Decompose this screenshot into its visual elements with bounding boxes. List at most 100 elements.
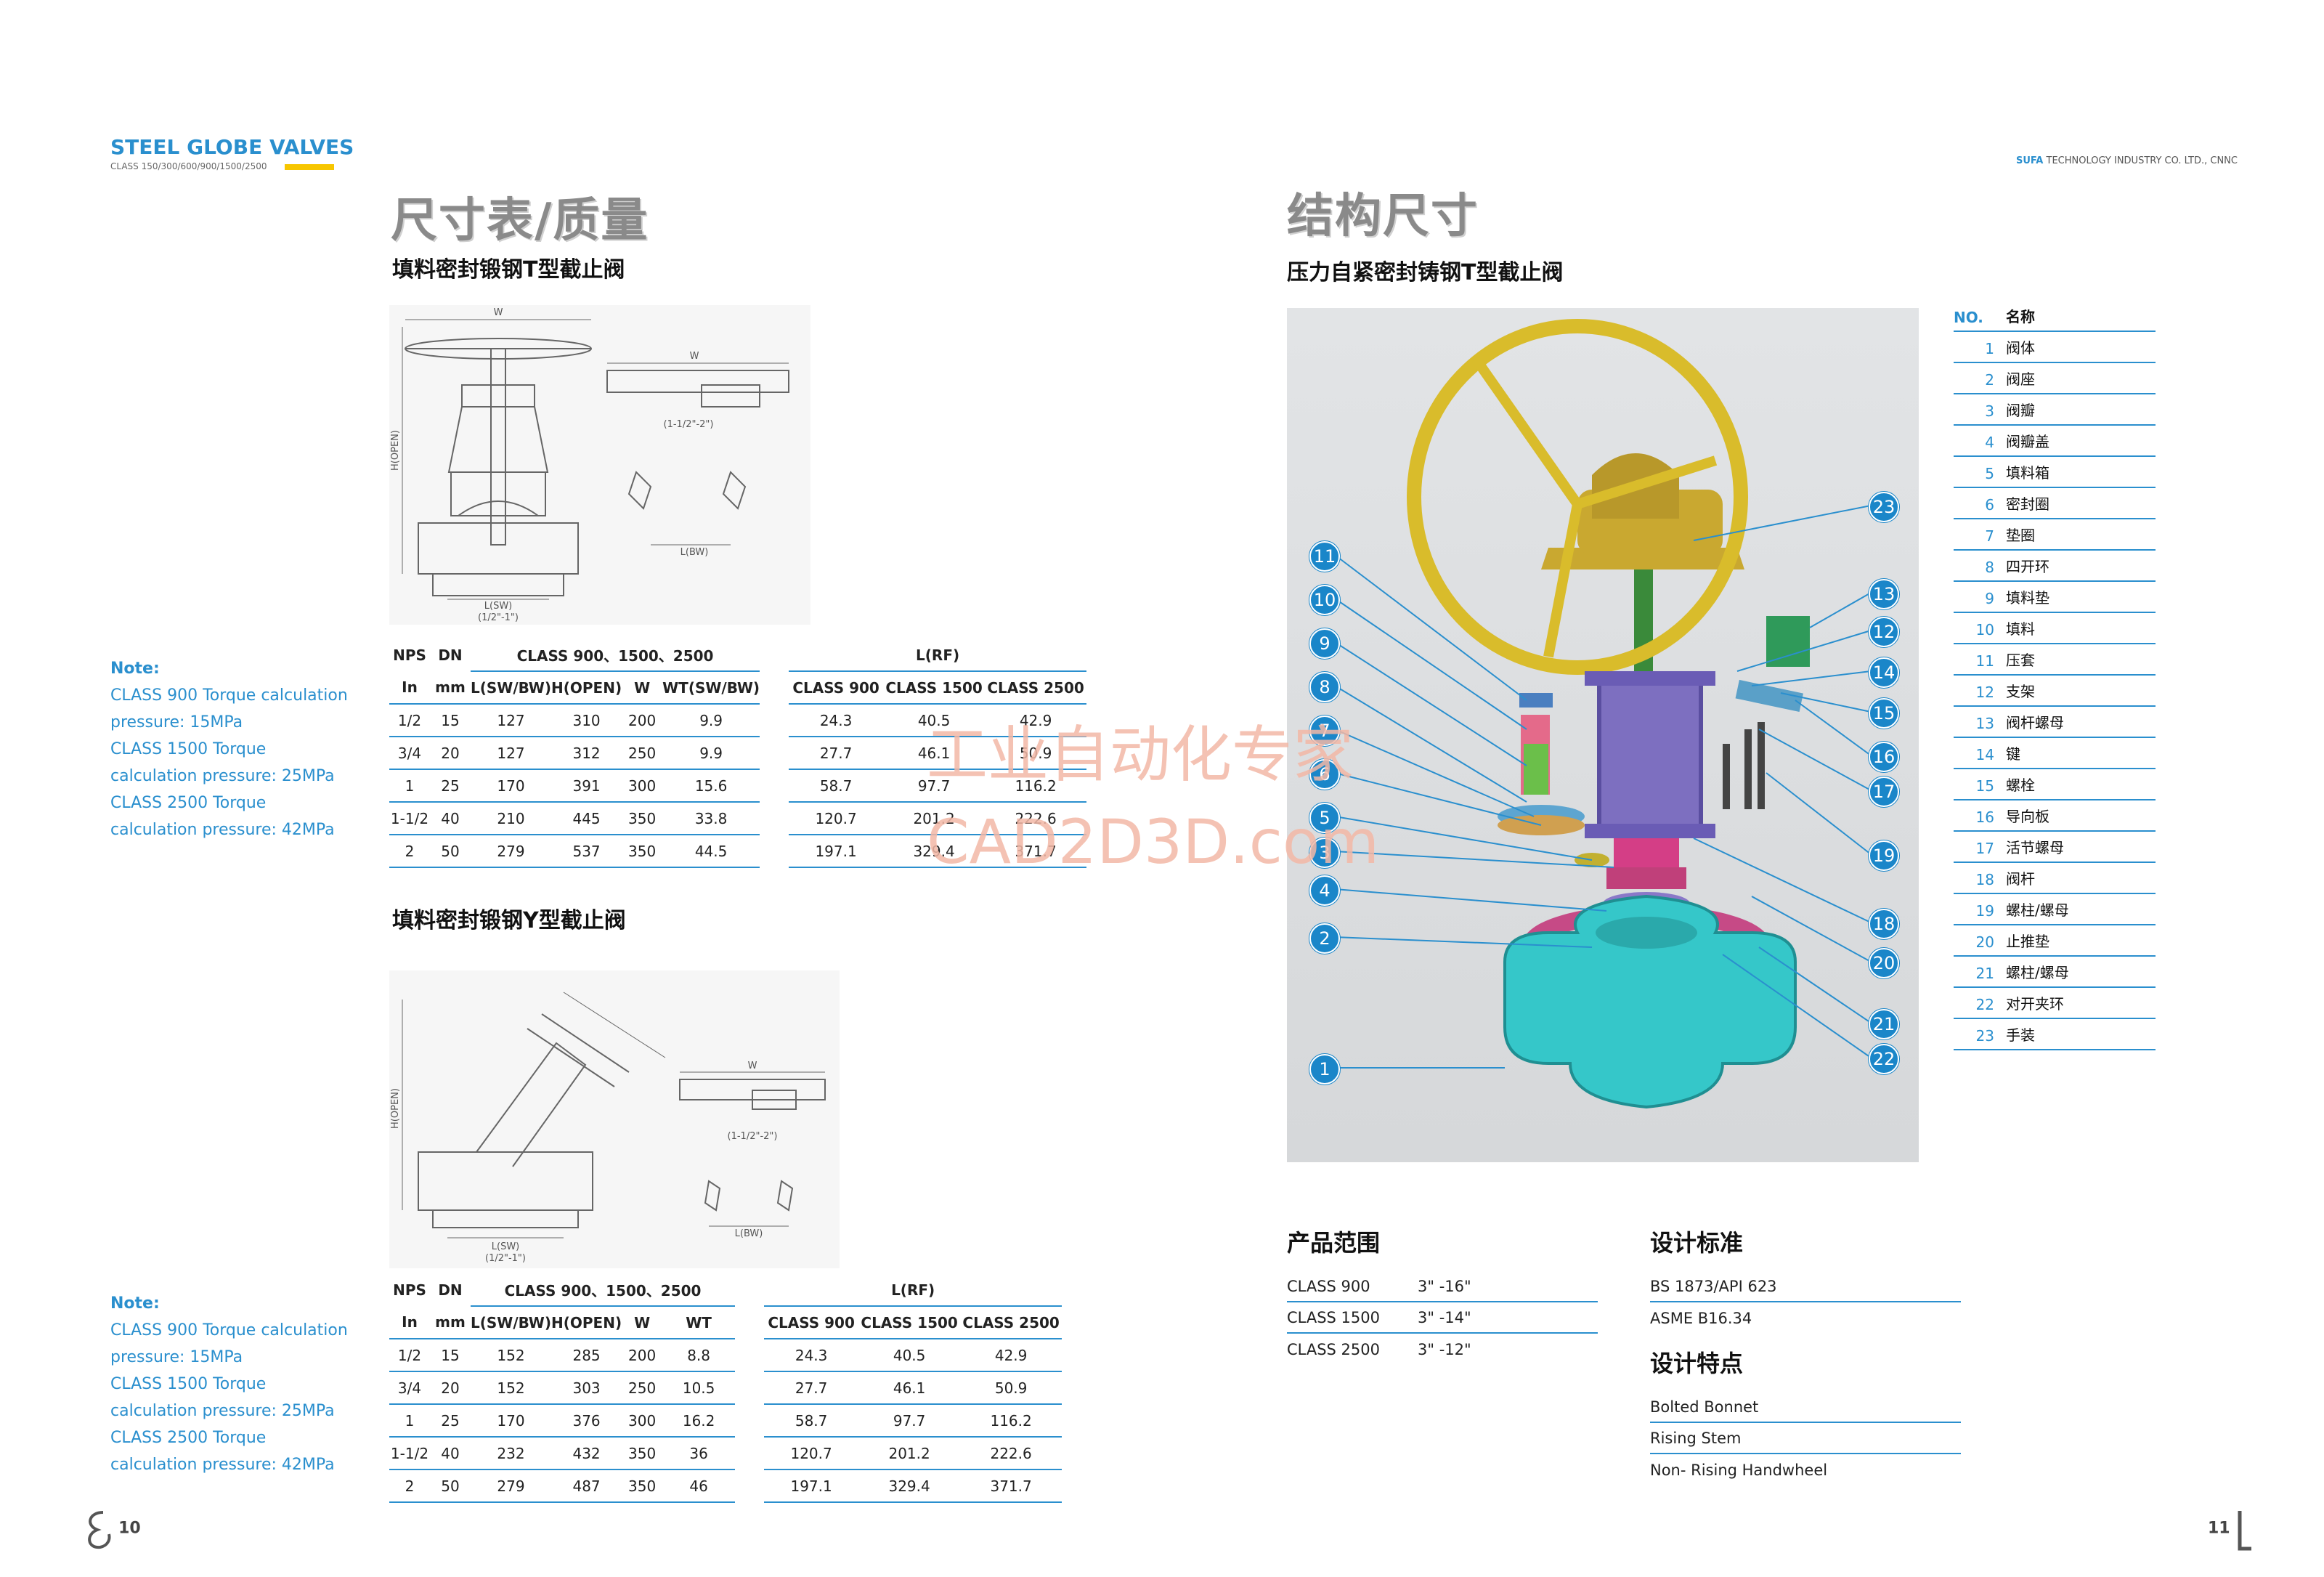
callout-bubble: 18 bbox=[1869, 909, 1899, 939]
table-cell: 127 bbox=[471, 704, 552, 737]
design-standard-title: 设计标准 bbox=[1650, 1229, 1744, 1257]
table-cell: 46 bbox=[662, 1469, 736, 1503]
part-number: 13 bbox=[1975, 715, 1994, 732]
part-number: 7 bbox=[1985, 527, 1994, 545]
stem-nut bbox=[1766, 616, 1810, 667]
table-cell: 232 bbox=[471, 1437, 552, 1470]
range-size: 3" -14" bbox=[1418, 1308, 1471, 1326]
parts-header-name: 名称 bbox=[2006, 308, 2035, 325]
table-cell: 8.8 bbox=[662, 1339, 736, 1372]
table-cell: 1-1/2 bbox=[389, 1437, 430, 1470]
col-header: NPS bbox=[393, 646, 426, 664]
table-cell: 33.8 bbox=[662, 802, 760, 835]
table-cell: 250 bbox=[622, 1371, 663, 1405]
exploded-valve-graphic bbox=[1334, 319, 1872, 1109]
part-name: 阀杆 bbox=[2006, 870, 2035, 888]
table-cell: 300 bbox=[622, 1404, 663, 1438]
part-number: 5 bbox=[1985, 465, 1994, 482]
callout-bubble: 5 bbox=[1309, 803, 1340, 833]
part-name: 四开环 bbox=[2006, 558, 2049, 575]
table-cell: 152 bbox=[471, 1339, 552, 1372]
t-valve-dimension-table: NPS DN CLASS 900、1500、2500 L(RF) In mm L… bbox=[389, 639, 1087, 868]
parts-header-no: NO. bbox=[1954, 309, 1983, 326]
table-cell: 9.9 bbox=[662, 737, 760, 770]
col-header: W bbox=[622, 1306, 663, 1339]
table-cell: 58.7 bbox=[764, 1404, 859, 1438]
table-cell: 120.7 bbox=[764, 1437, 859, 1470]
table-cell: 371.7 bbox=[960, 1469, 1063, 1503]
size-label-large: (1-1/2"-2") bbox=[664, 419, 714, 430]
part-number: 15 bbox=[1975, 777, 1994, 795]
callout-bubble: 12 bbox=[1869, 617, 1899, 647]
col-header: CLASS 2500 bbox=[985, 671, 1087, 705]
part-name: 螺柱/螺母 bbox=[2006, 964, 2069, 981]
table-cell: 329.4 bbox=[858, 1469, 961, 1503]
col-header: CLASS 1500 bbox=[858, 1306, 961, 1339]
table-cell: 350 bbox=[622, 835, 663, 868]
range-size: 3" -12" bbox=[1418, 1340, 1471, 1358]
callout-bubble: 8 bbox=[1309, 672, 1340, 702]
t-valve-drawing: W W (1-1/2"-2") L(BW) L(SW) (1/2"-1") H(… bbox=[389, 305, 810, 625]
product-range-title: 产品范围 bbox=[1287, 1229, 1381, 1257]
dim-label-w: W bbox=[494, 307, 503, 318]
note-line: CLASS 2500 Torque bbox=[110, 794, 267, 812]
table-cell: 50 bbox=[430, 835, 471, 868]
col-header: mm bbox=[430, 671, 471, 705]
table-cell: 20 bbox=[430, 737, 471, 770]
callout-leader-lines bbox=[1334, 505, 1872, 1069]
dim-label-h-open: H(OPEN) bbox=[390, 1088, 401, 1129]
callout-bubble: 10 bbox=[1309, 585, 1340, 615]
callout-bubble: 21 bbox=[1869, 1009, 1899, 1039]
logo-icon bbox=[2238, 1511, 2251, 1551]
part-name: 螺柱/螺母 bbox=[2006, 901, 2069, 919]
callout-bubble: 14 bbox=[1869, 657, 1899, 688]
table-cell: 300 bbox=[622, 769, 663, 803]
callout-bubble: 15 bbox=[1869, 698, 1899, 729]
part-number: 17 bbox=[1975, 840, 1994, 857]
range-size: 3" -16" bbox=[1418, 1277, 1471, 1295]
right-page-heading: 结构尺寸 bbox=[1287, 190, 1479, 243]
table-cell: 279 bbox=[471, 1469, 552, 1503]
table-cell: 3/4 bbox=[389, 1371, 430, 1405]
col-header: mm bbox=[430, 1306, 471, 1339]
note-line: CLASS 900 Torque calculation bbox=[110, 1321, 348, 1339]
table-cell: 40.5 bbox=[883, 704, 986, 737]
col-header: W bbox=[622, 671, 663, 705]
table-cell: 120.7 bbox=[789, 802, 884, 835]
part-number: 14 bbox=[1975, 746, 1994, 763]
part-name: 支架 bbox=[2006, 683, 2035, 700]
table-cell: 27.7 bbox=[764, 1371, 859, 1405]
table-cell: 250 bbox=[622, 737, 663, 770]
part-name: 活节螺母 bbox=[2006, 839, 2064, 856]
table-cell: 58.7 bbox=[789, 769, 884, 803]
part-name: 阀杆螺母 bbox=[2006, 714, 2064, 731]
col-header: CLASS 2500 bbox=[960, 1306, 1063, 1339]
part-number: 23 bbox=[1975, 1027, 1994, 1045]
y-valve-line-drawing: W (1-1/2"-2") L(BW) L(SW) (1/2"-1") H(OP… bbox=[390, 992, 826, 1264]
handwheel-ring bbox=[1407, 319, 1748, 675]
y-valve-dimension-table: NPS DN CLASS 900、1500、2500 L(RF) In mm L… bbox=[389, 1274, 1063, 1503]
table-cell: 350 bbox=[622, 802, 663, 835]
feature-item: Bolted Bonnet bbox=[1650, 1392, 1961, 1423]
table-cell: 312 bbox=[551, 737, 622, 770]
right-page-footer: 11 bbox=[2208, 1508, 2256, 1552]
dim-label-w-side: W bbox=[690, 351, 699, 362]
note-line: calculation pressure: 42MPa bbox=[110, 821, 335, 839]
table-cell: 36 bbox=[662, 1437, 736, 1470]
col-header: CLASS 900 bbox=[764, 1306, 859, 1339]
note-block-1: Note: CLASS 900 Torque calculation press… bbox=[110, 660, 348, 843]
part-name: 填料箱 bbox=[2006, 464, 2049, 482]
